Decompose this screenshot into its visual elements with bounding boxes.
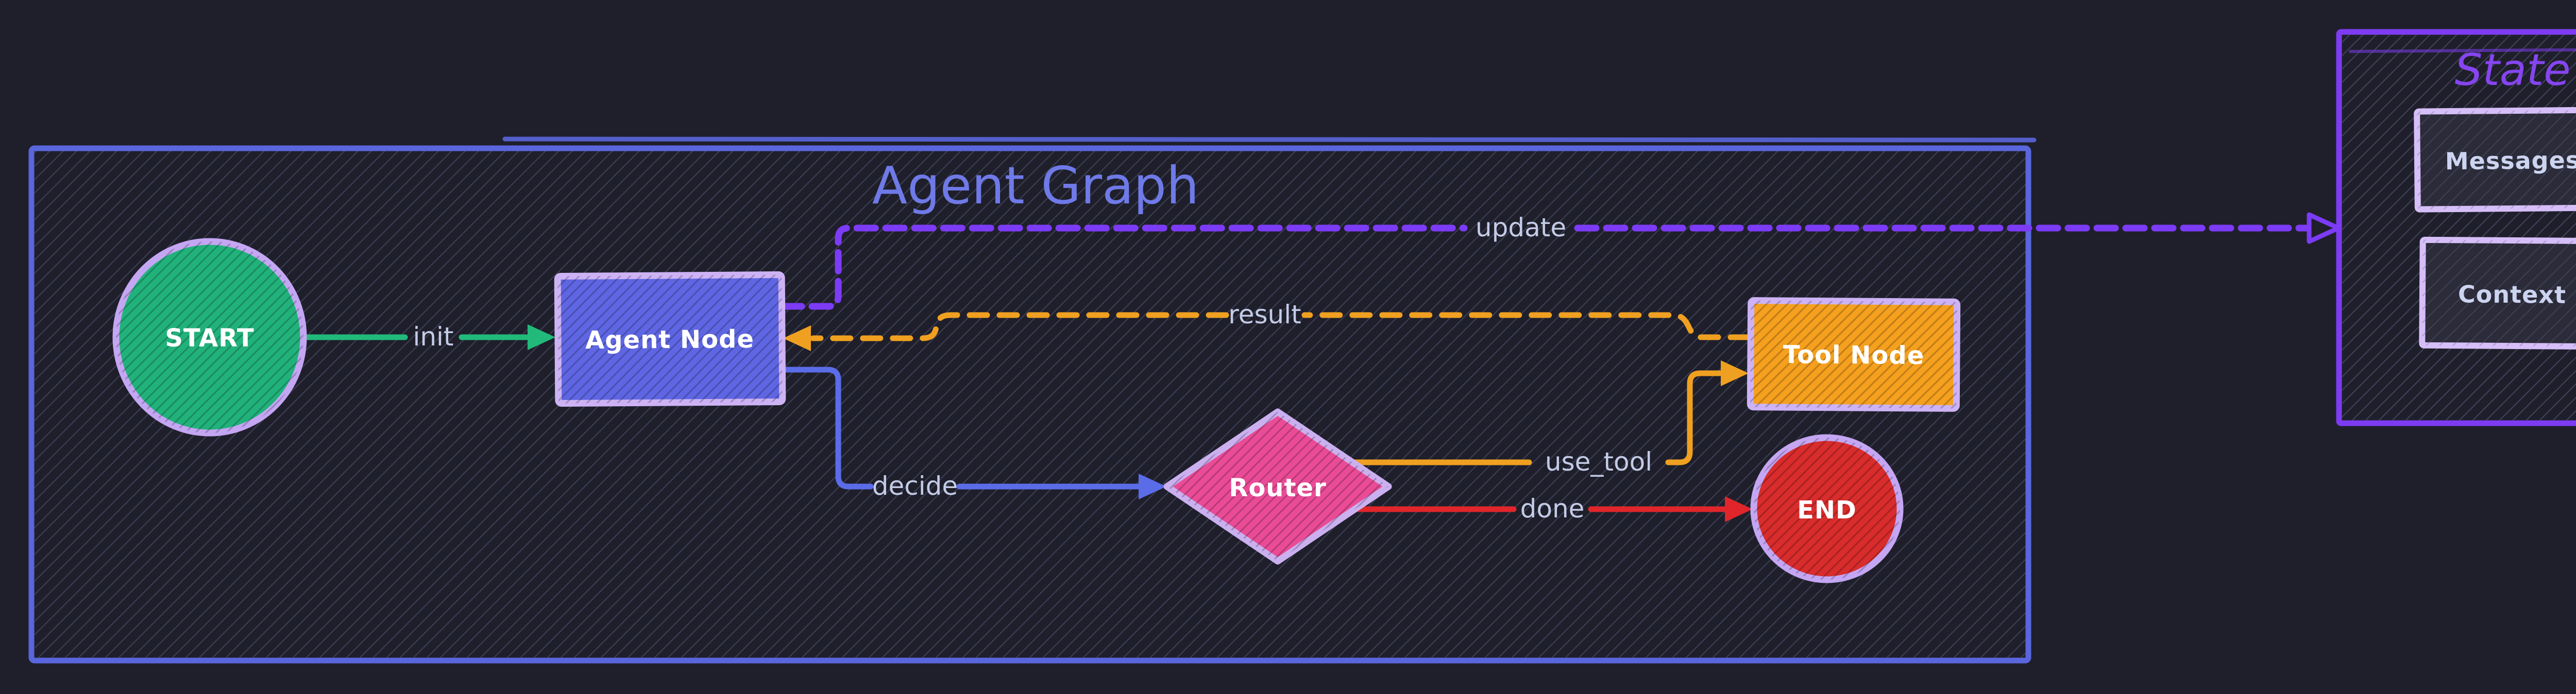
edge-done-arrowhead [1725,496,1753,522]
edge-decide-arrowhead [1139,474,1166,499]
end-node[interactable]: END [1750,434,1904,583]
edge-use-tool-label: use_tool [1545,447,1652,477]
edge-use-tool-arrowhead [1721,360,1749,386]
edge-use-tool-path-right[interactable] [1665,370,1723,465]
edge-init-arrowhead [528,324,555,350]
agent-node[interactable]: Agent Node [554,271,786,407]
messages-box-hatch [2417,110,2576,210]
edge-init[interactable]: init [302,322,555,352]
tool-node-hatch [1750,300,1957,409]
edge-update-path-left[interactable] [779,224,1468,310]
state-panel-border[interactable] [2336,29,2576,426]
agent-graph-border[interactable] [28,145,2031,664]
edge-done-label: done [1520,494,1585,524]
tool-node[interactable]: Tool Node [1747,297,1961,412]
edge-decide-label: decide [872,471,958,501]
agent-graph-title[interactable]: Agent Graph [872,155,1199,216]
end-node-hatch [1754,438,1900,580]
agent-graph-hatch-fill [35,149,2028,657]
edge-result[interactable]: result [783,300,1751,351]
edge-init-label: init [413,322,453,352]
edge-use-tool[interactable]: use_tool [1352,360,1749,477]
agent-graph-panel: Agent Graph [28,136,2037,664]
router-node-hatch [1167,412,1388,561]
messages-box-label: Messages [2445,146,2576,175]
start-node-label: START [165,324,254,353]
context-box[interactable]: Context [2419,236,2576,350]
context-box-label: Context [2458,280,2566,308]
state-panel-title[interactable]: State [2455,45,2571,96]
messages-box[interactable]: Messages [2414,107,2576,213]
context-box-hatch [2422,239,2576,347]
start-node-hatch [116,241,303,433]
edge-result-arrowhead [783,325,811,351]
edge-update-label: update [1476,213,1566,242]
edge-result-label: result [1228,300,1301,329]
edge-done[interactable]: done [1355,494,1753,524]
state-panel-border-sketch-line [2349,48,2576,53]
router-node-label: Router [1229,474,1326,502]
edge-result-path-right[interactable] [1301,312,1751,340]
edge-update[interactable]: update [779,212,2341,310]
edge-result-path-left[interactable] [810,312,1229,341]
state-panel-hatch-fill [2342,34,2576,420]
edge-decide-path-left[interactable] [779,367,874,490]
tool-node-label: Tool Node [1783,340,1925,370]
agent-graph-border-sketch-line [502,136,2037,143]
edge-decide[interactable]: decide [779,367,1166,501]
agent-node-label: Agent Node [585,325,754,355]
agent-node-hatch [557,274,783,404]
router-node[interactable]: Router [1163,408,1392,565]
end-node-label: END [1797,496,1857,525]
edge-update-arrowhead [2307,212,2341,244]
start-node[interactable]: START [112,238,307,437]
state-panel: State Messages Context [2336,29,2576,426]
